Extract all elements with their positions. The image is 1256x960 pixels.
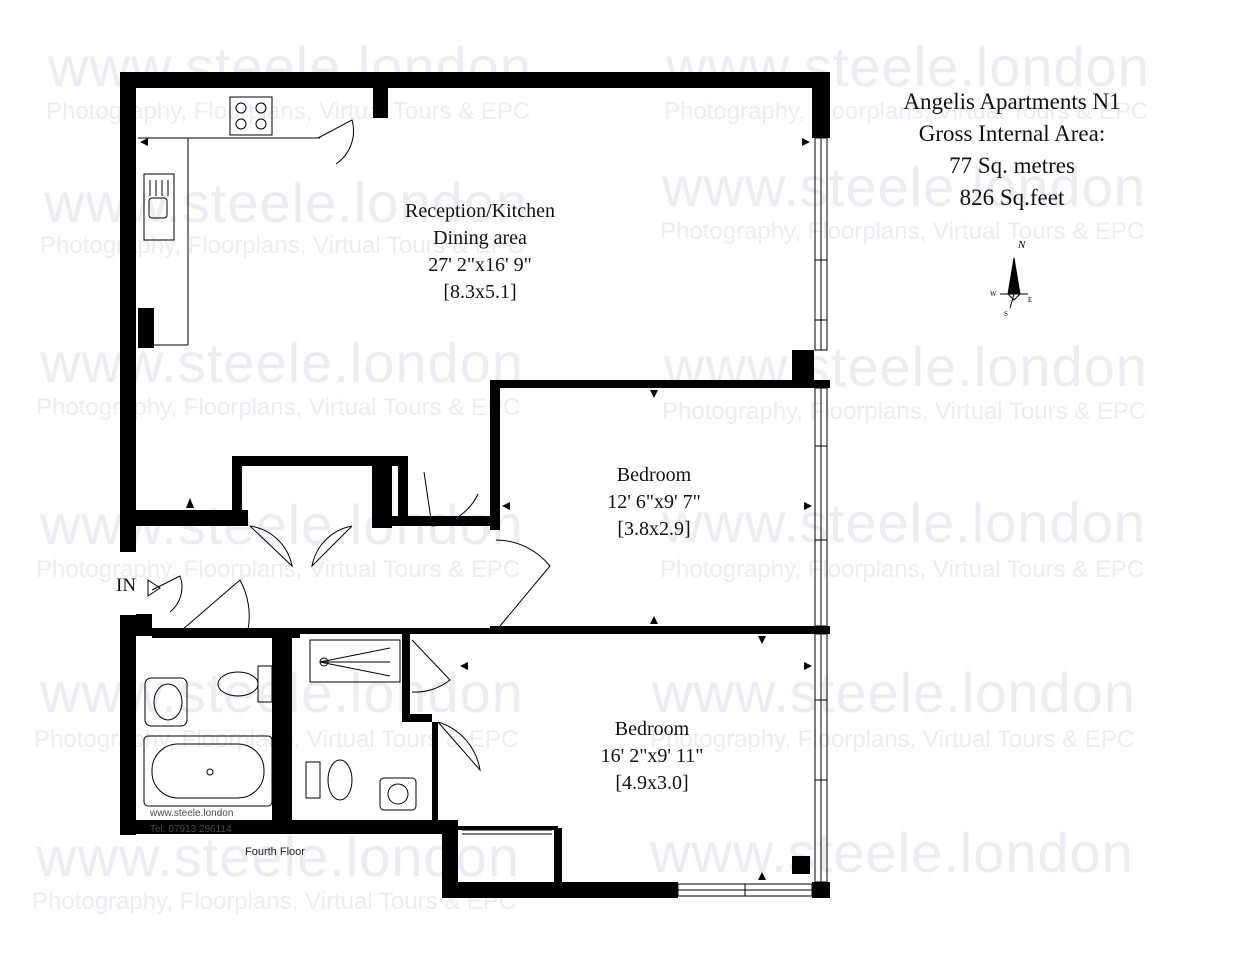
room-name: Reception/Kitchen bbox=[405, 200, 555, 222]
entrance-label: IN bbox=[116, 575, 137, 596]
contact-stamp: www.steele.london Tel: 07913 296114 bbox=[150, 806, 233, 838]
entrance-arrow bbox=[147, 579, 161, 597]
dimension-arrows bbox=[140, 138, 812, 880]
floor-label: Fourth Floor bbox=[245, 846, 305, 858]
area-label: Gross Internal Area: bbox=[918, 121, 1106, 146]
compass-east: E bbox=[1028, 296, 1032, 304]
contact-website: www.steele.london bbox=[150, 808, 234, 819]
contact-phone: Tel: 07913 296114 bbox=[150, 824, 232, 835]
room-size-metric: [8.3x5.1] bbox=[443, 281, 517, 303]
bathroom-fixtures bbox=[143, 639, 417, 811]
room-size-imperial: 12' 6"x9' 7" bbox=[607, 491, 701, 513]
compass-north: N bbox=[1017, 239, 1026, 251]
area-imperial: 826 Sq.feet bbox=[959, 185, 1065, 210]
room-label-reception: Reception/Kitchen Dining area 27' 2"x16'… bbox=[350, 198, 610, 306]
compass-west: W bbox=[990, 290, 997, 298]
room-name: Bedroom bbox=[616, 464, 692, 486]
room-size-metric: [4.9x3.0] bbox=[615, 772, 689, 794]
walls bbox=[120, 72, 830, 898]
property-name: Angelis Apartments N1 bbox=[903, 89, 1121, 114]
room-size-imperial: 27' 2"x16' 9" bbox=[428, 254, 532, 276]
compass-icon bbox=[1000, 257, 1028, 309]
room-name-line2: Dining area bbox=[433, 227, 527, 249]
compass-south: S bbox=[1004, 310, 1008, 318]
windows bbox=[677, 137, 828, 897]
kitchen-units bbox=[138, 96, 320, 346]
room-label-bedroom-1: Bedroom 12' 6"x9' 7" [3.8x2.9] bbox=[544, 462, 764, 543]
area-metric: 77 Sq. metres bbox=[949, 153, 1075, 178]
room-name: Bedroom bbox=[614, 718, 690, 740]
room-label-bedroom-2: Bedroom 16' 2"x9' 11" [4.9x3.0] bbox=[542, 716, 762, 797]
doors bbox=[151, 119, 552, 835]
room-size-metric: [3.8x2.9] bbox=[617, 518, 691, 540]
room-size-imperial: 16' 2"x9' 11" bbox=[600, 745, 704, 767]
property-info: Angelis Apartments N1 Gross Internal Are… bbox=[862, 86, 1162, 214]
